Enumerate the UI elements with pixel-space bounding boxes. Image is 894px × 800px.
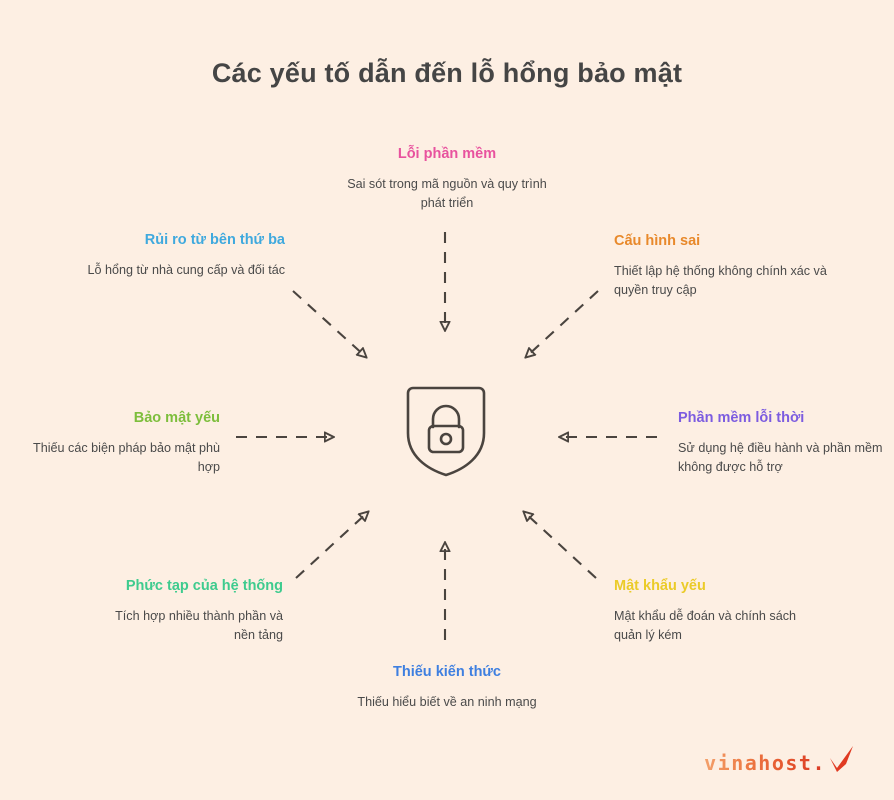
node-description: Thiếu các biện pháp bảo mật phù hợp xyxy=(33,441,220,474)
node-description: Lỗ hổng từ nhà cung cấp và đối tác xyxy=(87,263,285,278)
shield-lock-icon xyxy=(406,386,486,477)
node-weak-password: Mật khẩu yếu Mật khẩu dễ đoán và chính s… xyxy=(614,578,824,644)
node-weak-security: Bảo mật yếu Thiếu các biện pháp bảo mật … xyxy=(30,410,220,476)
node-heading: Phần mềm lỗi thời xyxy=(678,410,805,426)
check-icon xyxy=(826,744,856,778)
node-heading: Mật khẩu yếu xyxy=(614,578,706,594)
node-lack-knowledge: Thiếu kiến thức Thiếu hiểu biết về an ni… xyxy=(352,664,542,712)
arrow-complexity xyxy=(295,512,368,579)
node-description: Mật khẩu dễ đoán và chính sách quản lý k… xyxy=(614,609,797,642)
node-heading: Rủi ro từ bên thứ ba xyxy=(144,232,285,248)
node-heading: Bảo mật yếu xyxy=(133,410,220,426)
node-outdated: Phần mềm lỗi thời Sử dụng hệ điều hành v… xyxy=(678,410,888,476)
node-complexity: Phức tạp của hệ thống Tích hợp nhiều thà… xyxy=(98,578,283,644)
node-misconfig: Cấu hình sai Thiết lập hệ thống không ch… xyxy=(614,233,844,299)
vinahost-logo: vinahost. xyxy=(704,746,856,778)
arrow-third-party xyxy=(292,290,366,357)
node-description: Tích hợp nhiều thành phần và nền tảng xyxy=(115,609,283,642)
node-third-party: Rủi ro từ bên thứ ba Lỗ hổng từ nhà cung… xyxy=(40,232,285,280)
node-software-bug: Lỗi phần mềm Sai sót trong mã nguồn và q… xyxy=(337,146,557,212)
node-heading: Lỗi phần mềm xyxy=(397,146,497,162)
node-heading: Thiếu kiến thức xyxy=(393,664,501,680)
node-description: Sử dụng hệ điều hành và phần mềm không đ… xyxy=(678,441,883,474)
node-description: Thiết lập hệ thống không chính xác và qu… xyxy=(614,264,827,297)
logo-wordmark: vinahost. xyxy=(704,751,826,775)
arrow-misconfig xyxy=(526,290,599,357)
node-description: Thiếu hiểu biết về an ninh mạng xyxy=(357,695,537,710)
arrow-weak-password xyxy=(524,512,597,579)
node-description: Sai sót trong mã nguồn và quy trình phát… xyxy=(347,177,547,210)
node-heading: Phức tạp của hệ thống xyxy=(125,578,283,594)
node-heading: Cấu hình sai xyxy=(614,233,701,249)
page-title: Các yếu tố dẫn đến lỗ hổng bảo mật xyxy=(211,58,683,88)
